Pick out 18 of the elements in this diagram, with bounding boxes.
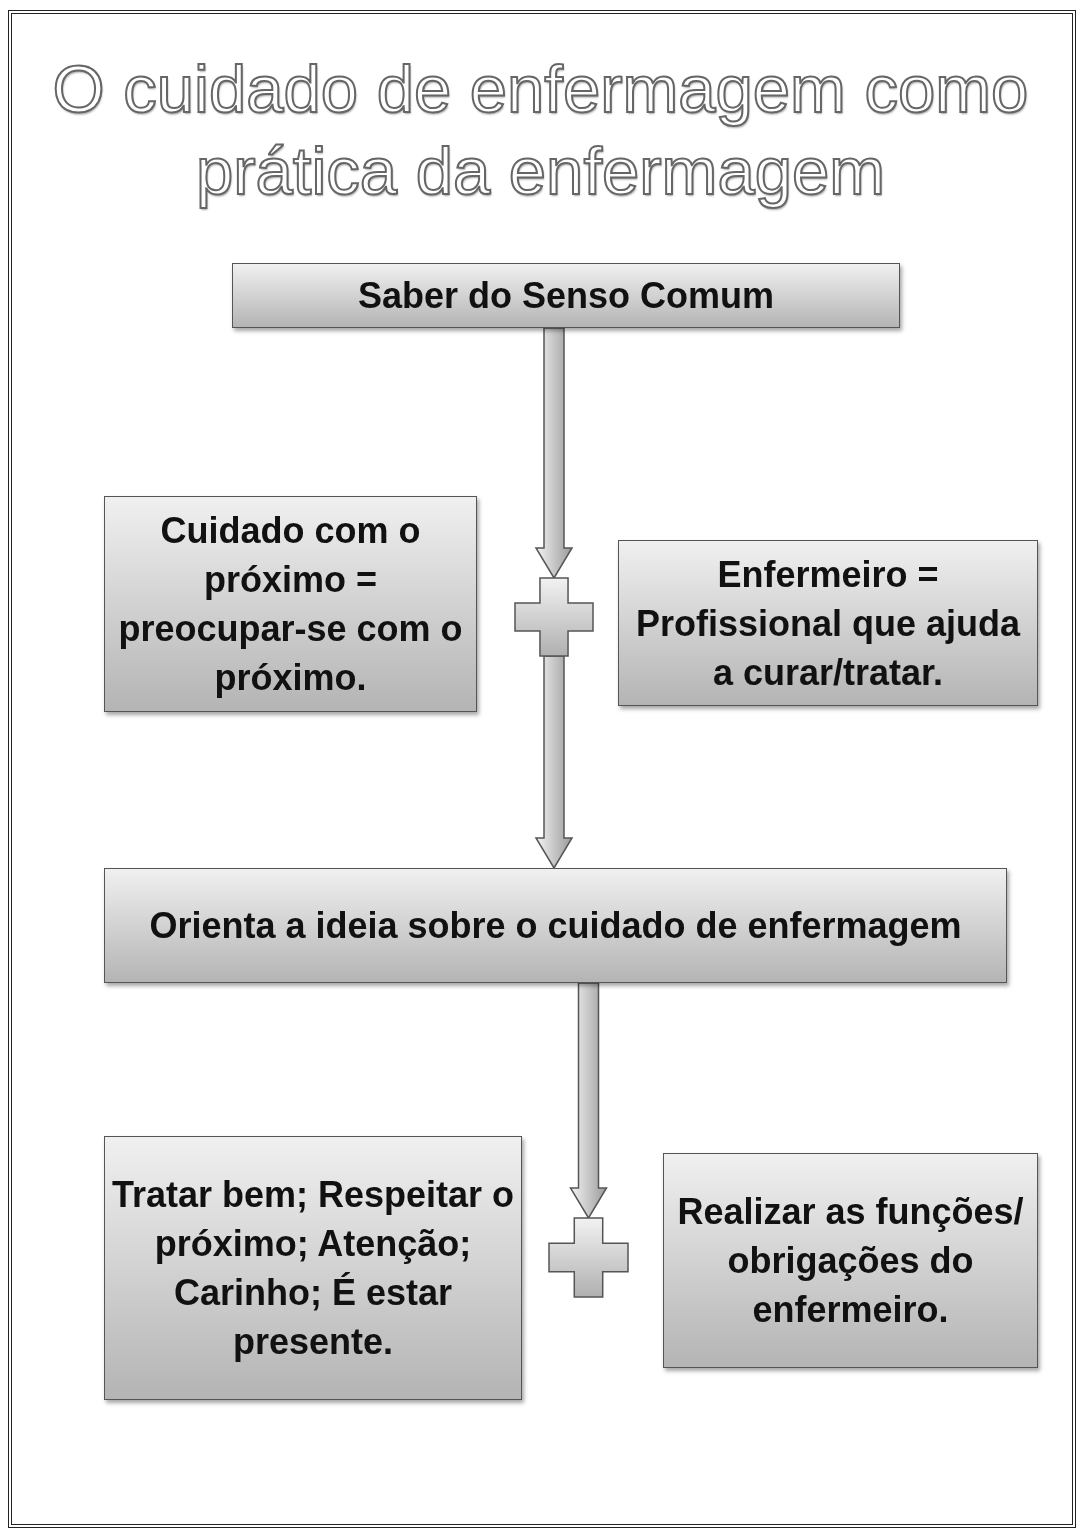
block-arrow <box>569 982 608 1220</box>
process-box <box>618 540 1038 706</box>
title: O cuidado de enfermagem como prática da enfermagem <box>50 48 1031 212</box>
box-text: Tratar bem; Respeitar o próximo; Atenção; Carinho; É estar presente. <box>111 1173 515 1364</box>
box-text: Realizar as funções/ obrigações do enfermeiro. <box>676 1190 1025 1332</box>
box-text: Cuidado com o próximo = preocupar-se com o próximo. <box>117 509 464 700</box>
box-text: Enfermeiro = Profissional que ajuda a curar/tratar. <box>634 552 1022 695</box>
block-arrow <box>534 327 574 580</box>
process-box <box>663 1153 1038 1368</box>
process-box <box>104 496 477 712</box>
box-text: Saber do Senso Comum <box>357 274 775 318</box>
block-arrow <box>534 655 574 870</box>
process-box <box>104 1136 522 1400</box>
process-box <box>232 263 900 328</box>
process-box <box>104 868 1007 983</box>
plus-sign <box>549 1218 628 1297</box>
box-text: Orienta a ideia sobre o cuidado de enfermagem <box>149 904 962 948</box>
plus-sign <box>515 578 593 656</box>
